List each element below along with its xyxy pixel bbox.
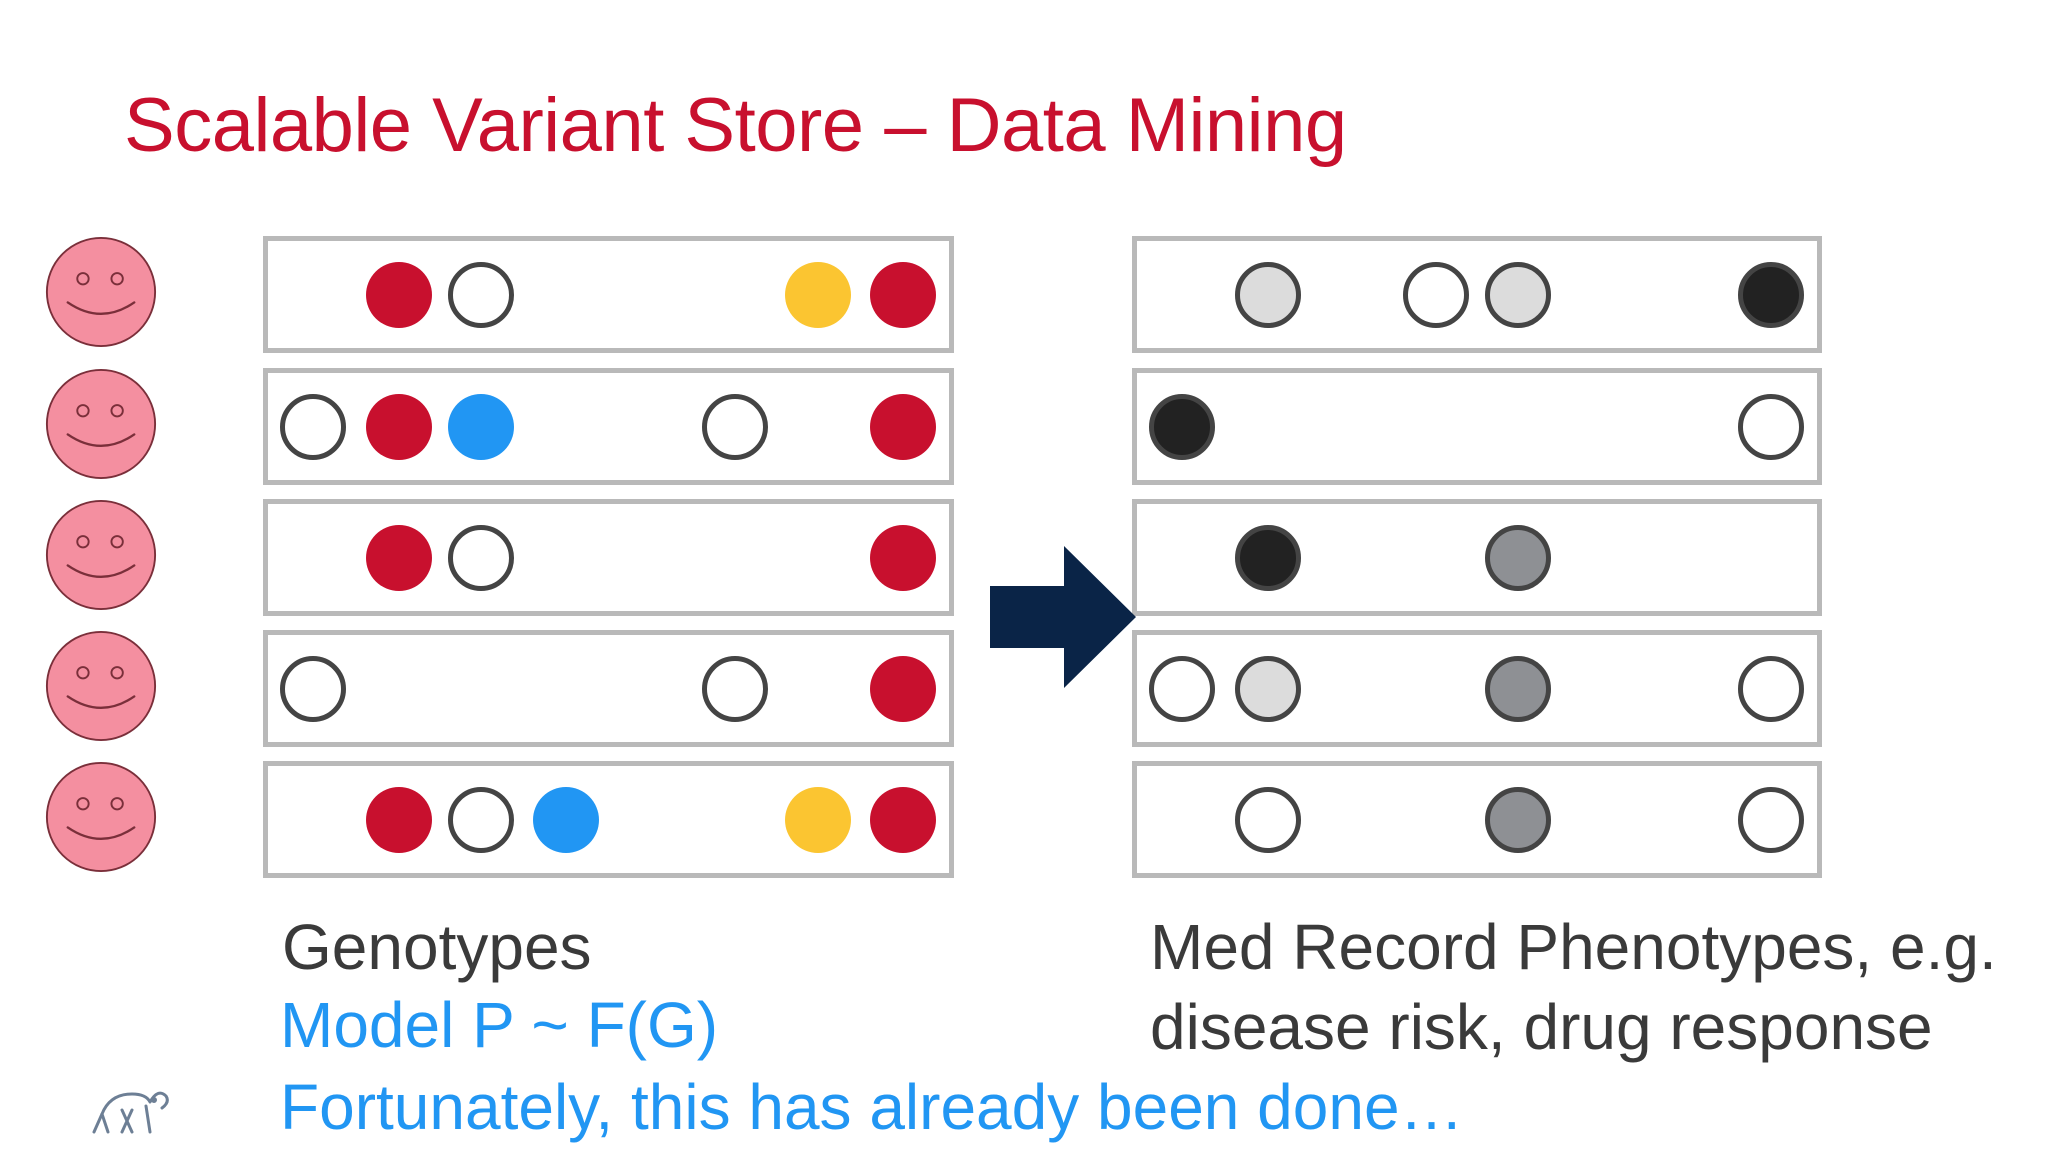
genotype-open-dot [702,655,768,722]
phenotype-gray-dot [1485,655,1551,722]
genotype-red-dot [870,786,936,853]
phenotype-light-dot [1235,261,1301,328]
genotype-red-dot [870,655,936,722]
genotype-yellow-dot [785,261,851,328]
genotype-open-dot [448,524,514,591]
smiley-face-icon [45,761,157,872]
genotype-red-dot [870,524,936,591]
phenotype-open-dot [1738,393,1804,460]
phenotype-black-dot [1738,261,1804,328]
already-done-label: Fortunately, this has already been done… [280,1071,1464,1143]
genotype-red-dot [870,393,936,460]
phenotype-open-dot [1738,655,1804,722]
phenotype-black-dot [1149,393,1215,460]
phenotype-open-dot [1235,786,1301,853]
genotype-red-dot [366,393,432,460]
genotypes-label: Genotypes [282,911,592,983]
genotype-open-dot [448,786,514,853]
genotype-blue-dot [533,786,599,853]
phenotype-black-dot [1235,524,1301,591]
genotype-red-dot [366,786,432,853]
phenotype-open-dot [1149,655,1215,722]
smiley-face-icon [45,236,157,347]
phenotypes-label-line1: Med Record Phenotypes, e.g. [1150,911,1997,983]
genotype-row [263,630,954,747]
phenotype-open-dot [1738,786,1804,853]
genotype-red-dot [366,261,432,328]
genotype-open-dot [702,393,768,460]
genotype-red-dot [870,261,936,328]
genotype-yellow-dot [785,786,851,853]
elephant-logo-icon [92,1091,169,1134]
genotype-open-dot [280,393,346,460]
phenotype-light-dot [1235,655,1301,722]
model-label: Model P ~ F(G) [280,989,719,1061]
smiley-face-icon [45,368,157,479]
phenotype-light-dot [1485,261,1551,328]
phenotype-gray-dot [1485,786,1551,853]
phenotype-gray-dot [1485,524,1551,591]
genotype-open-dot [280,655,346,722]
smiley-face-icon [45,630,157,741]
phenotypes-label-line2: disease risk, drug response [1150,991,1933,1063]
phenotype-open-dot [1403,261,1469,328]
genotype-blue-dot [448,393,514,460]
slide-title: Scalable Variant Store – Data Mining [124,83,1347,168]
phenotype-row [1132,630,1822,747]
genotype-red-dot [366,524,432,591]
smiley-face-icon [45,499,157,610]
right-arrow-icon [990,546,1136,688]
phenotype-row [1132,368,1822,485]
genotype-open-dot [448,261,514,328]
